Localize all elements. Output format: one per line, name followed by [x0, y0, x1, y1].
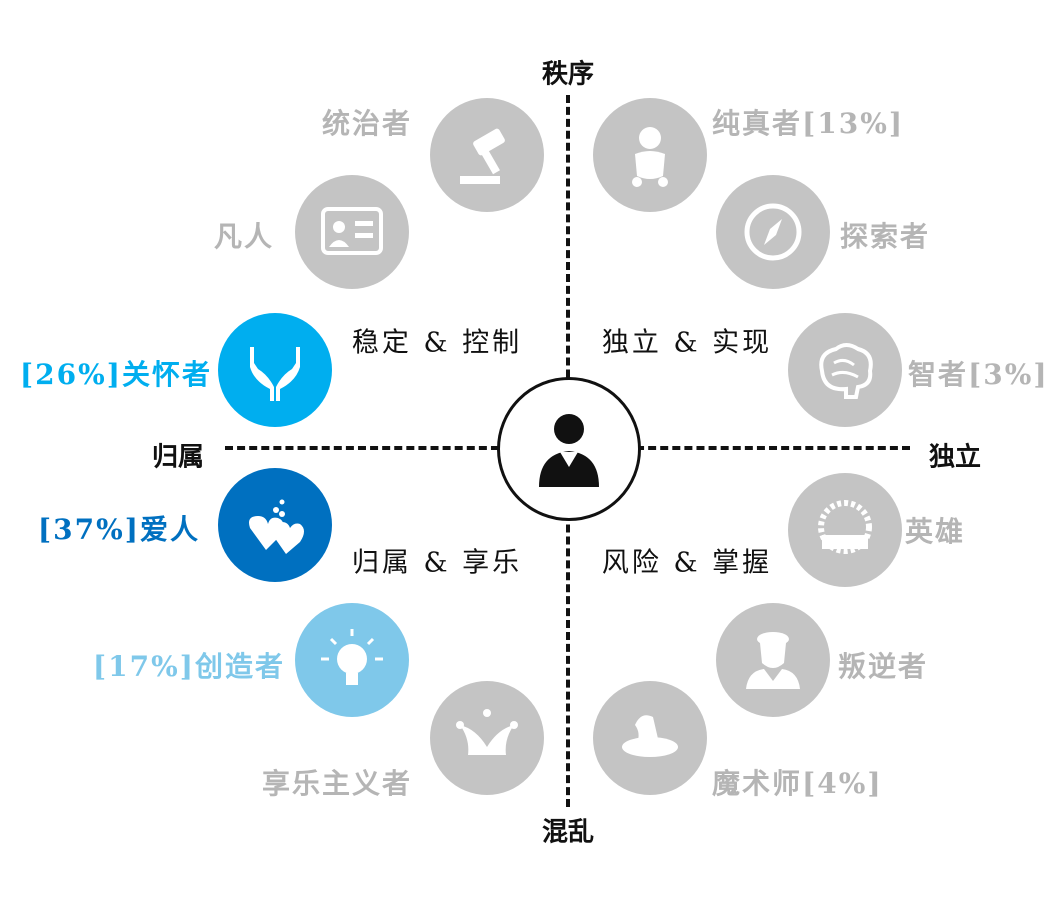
rebel-icon: [746, 632, 800, 689]
person-icon: [539, 414, 599, 487]
archetype-label-explorer: 探索者: [840, 220, 931, 253]
archetype-circle-magician: [593, 681, 707, 795]
archetype-label-hero: 英雄: [905, 515, 966, 548]
archetype-circle-explorer: [716, 175, 830, 289]
archetype-label-rebel: 叛逆者: [838, 650, 929, 683]
axis-label-left: 归属: [151, 442, 205, 473]
archetype-circle-innocent: [593, 98, 707, 212]
lightbulb-icon: [321, 629, 383, 685]
archetype-circle-jester: [430, 681, 544, 795]
quadrant-label-top-left: 稳定 & 控制: [351, 327, 523, 359]
axis-label-top: 秩序: [541, 59, 595, 90]
quadrant-label-top-right: 独立 & 实现: [601, 327, 773, 359]
center-person: [497, 377, 641, 521]
archetype-label-caregiver: [26%]关怀者: [19, 358, 212, 391]
wizard-hat-icon: [622, 715, 678, 757]
id-card-icon: [321, 207, 383, 255]
axis-label-right: 独立: [928, 442, 982, 473]
quadrant-label-bottom-right: 风险 & 掌握: [601, 547, 773, 579]
archetype-label-ruler: 统治者: [321, 107, 412, 140]
archetype-label-lover: [37%]爱人: [37, 513, 200, 546]
archetype-circle-sage: [788, 313, 902, 427]
archetype-circle-hero: [788, 473, 902, 587]
archetype-circle-rebel: [716, 603, 830, 717]
archetype-circle-creator: [295, 603, 409, 717]
archetype-label-creator: [17%]创造者: [92, 650, 285, 683]
badge-icon: [818, 500, 872, 554]
archetype-circle-ruler: [430, 98, 544, 212]
archetype-label-jester: 享乐主义者: [261, 767, 412, 800]
archetype-circle-everyman: [295, 175, 409, 289]
axis-label-bottom: 混乱: [541, 817, 595, 848]
archetype-label-sage: 智者[3%]: [908, 358, 1049, 391]
archetype-circle-caregiver: [218, 313, 332, 427]
hearts-icon: [249, 499, 304, 554]
archetype-label-everyman: 凡人: [213, 220, 274, 253]
archetype-label-innocent: 纯真者[13%]: [712, 107, 905, 140]
gavel-icon: [460, 128, 505, 184]
baby-icon: [632, 127, 668, 187]
jester-hat-icon: [456, 709, 518, 755]
archetype-circle-lover: [218, 468, 332, 582]
compass-icon: [744, 203, 802, 261]
brain-icon: [819, 343, 873, 399]
archetype-label-magician: 魔术师[4%]: [712, 767, 883, 800]
quadrant-label-bottom-left: 归属 & 享乐: [351, 547, 523, 579]
hands-icon: [250, 347, 300, 401]
